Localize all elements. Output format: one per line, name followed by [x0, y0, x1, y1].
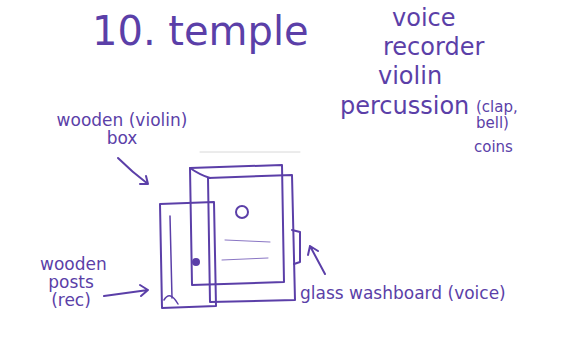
- box-fold: [190, 168, 210, 178]
- leader-arrow: [118, 158, 148, 184]
- washboard-ridges: [222, 240, 270, 260]
- leader-arrow: [104, 285, 148, 296]
- faint-line: [200, 152, 300, 153]
- part-label: wooden posts (rec): [40, 256, 102, 310]
- washboard-panel: [208, 175, 295, 302]
- panel-edge: [292, 230, 300, 264]
- instrument-item: recorder: [383, 35, 484, 60]
- instrument-item: violin: [378, 64, 442, 89]
- instrument-item: percussion: [340, 94, 469, 119]
- percussion-note: (clap, bell): [476, 100, 528, 132]
- part-label: glass washboard (voice): [300, 285, 540, 303]
- part-label: wooden (violin) box: [52, 112, 192, 148]
- post-dot: [193, 259, 199, 265]
- instrument-item: voice: [392, 6, 456, 31]
- title: 10. temple: [92, 10, 309, 52]
- wooden-posts: [160, 202, 216, 308]
- leader-arrow: [308, 246, 325, 274]
- post-line: [170, 216, 172, 298]
- percussion-note: coins: [474, 140, 513, 156]
- box-hole: [236, 206, 248, 218]
- post-corner: [164, 296, 178, 304]
- back-box: [190, 165, 284, 285]
